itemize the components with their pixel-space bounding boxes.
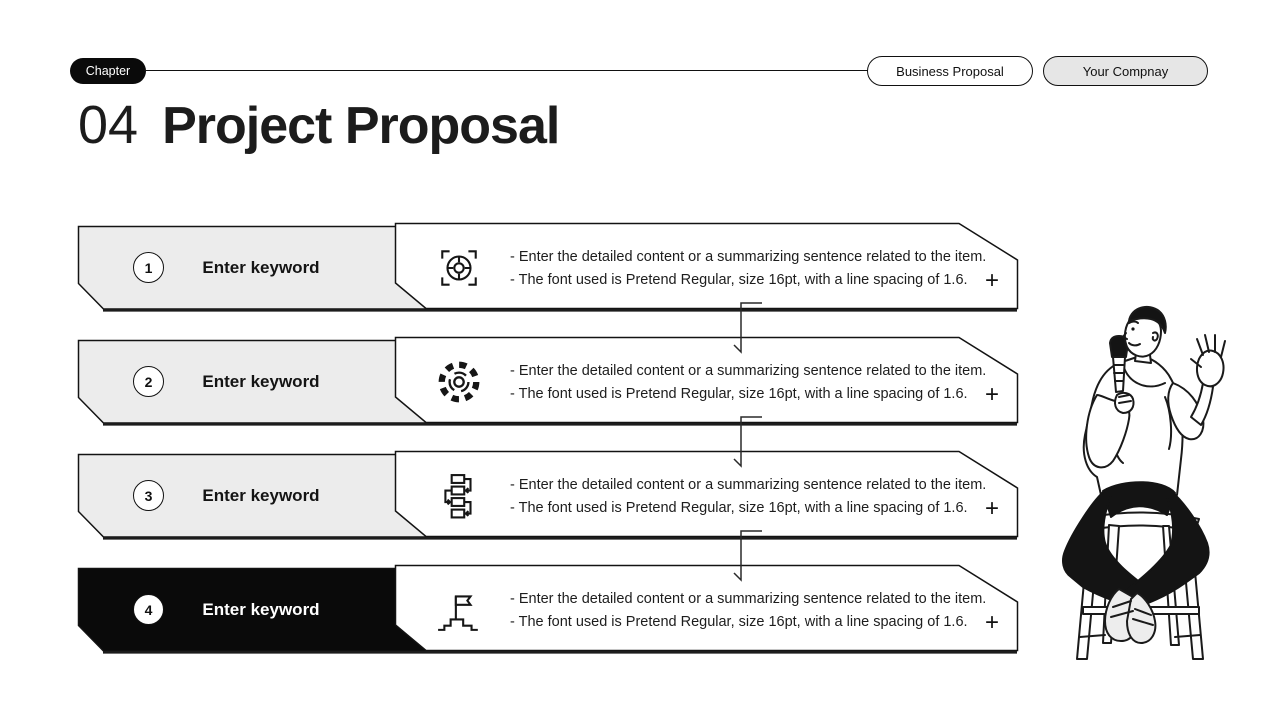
description-line-2: - The font used is Pretend Regular, size…: [510, 272, 968, 288]
focus-target-icon: [436, 245, 482, 291]
expand-plus-button[interactable]: +: [985, 267, 1000, 294]
keyword-label: Enter keyword: [202, 486, 320, 505]
description-line-1: - Enter the detailed content or a summar…: [510, 477, 987, 493]
description-line-1: - Enter the detailed content or a summar…: [510, 249, 987, 265]
row-number: 1: [144, 259, 153, 276]
row-background-shape: [77, 336, 1019, 426]
title-text: Project Proposal: [162, 97, 560, 155]
row-number: 4: [144, 601, 153, 618]
row-number-badge: 3: [133, 480, 164, 511]
description-line-2: - The font used is Pretend Regular, size…: [510, 614, 968, 630]
business-proposal-label: Business Proposal: [896, 63, 1004, 79]
description-line-2: - The font used is Pretend Regular, size…: [510, 386, 968, 402]
keyword-row: 2 Enter keyword - Enter the detailed con…: [70, 336, 1020, 428]
expand-plus-button[interactable]: +: [985, 609, 1000, 636]
row-background-shape: [77, 222, 1019, 312]
chapter-badge: Chapter: [70, 58, 146, 84]
keyword-row: 3 Enter keyword - Enter the detailed con…: [70, 450, 1020, 542]
company-badge: Your Compnay: [1043, 56, 1208, 86]
description-line-1: - Enter the detailed content or a summar…: [510, 591, 987, 607]
flowchart-icon: [436, 473, 482, 519]
keyword-row: 1 Enter keyword - Enter the detailed con…: [70, 222, 1020, 314]
keyword-label: Enter keyword: [202, 600, 320, 619]
keyword-label: Enter keyword: [202, 258, 320, 277]
header-divider-line: [144, 70, 870, 71]
page-title: 04 Project Proposal: [78, 94, 560, 156]
row-description: - Enter the detailed content or a summar…: [510, 588, 986, 634]
row-number-badge: 4: [133, 594, 164, 625]
row-number: 3: [144, 487, 153, 504]
row-description: - Enter the detailed content or a summar…: [510, 246, 986, 292]
chapter-badge-label: Chapter: [85, 64, 131, 78]
chapter-number: 04: [78, 95, 139, 155]
expand-plus-button[interactable]: +: [985, 495, 1000, 522]
row-description: - Enter the detailed content or a summar…: [510, 360, 986, 406]
expand-plus-button[interactable]: +: [985, 381, 1000, 408]
presenter-on-stool-illustration: [1062, 305, 1226, 660]
keyword-label: Enter keyword: [202, 372, 320, 391]
goal-flag-icon: [436, 587, 482, 633]
company-label: Your Compnay: [1082, 63, 1169, 79]
gear-icon: [436, 359, 482, 405]
keyword-row: 4 Enter keyword - Enter the detailed con…: [70, 564, 1020, 656]
row-background-shape: [77, 564, 1019, 654]
row-background-shape: [77, 450, 1019, 540]
row-description: - Enter the detailed content or a summar…: [510, 474, 986, 520]
business-proposal-badge: Business Proposal: [867, 56, 1033, 86]
row-number-badge: 2: [133, 366, 164, 397]
row-number: 2: [144, 373, 153, 390]
description-line-2: - The font used is Pretend Regular, size…: [510, 500, 968, 516]
row-number-badge: 1: [133, 252, 164, 283]
description-line-1: - Enter the detailed content or a summar…: [510, 363, 987, 379]
